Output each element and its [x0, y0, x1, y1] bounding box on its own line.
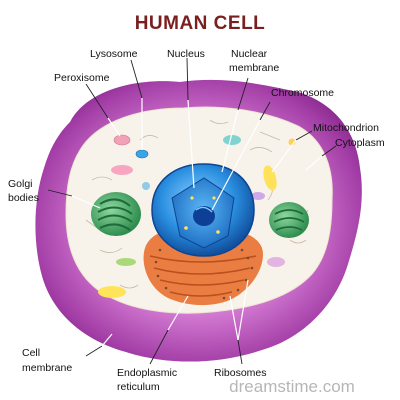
- label-leaders: [47, 57, 337, 365]
- label-cell-membrane-line1: Cell: [22, 347, 40, 359]
- label-cell-membrane-line2: membrane: [22, 362, 72, 374]
- label-cytoplasm: Cytoplasm: [335, 137, 385, 149]
- label-nuclear-membrane-line1: Nuclear: [231, 48, 268, 60]
- mitochondrion-yellow: [263, 165, 277, 191]
- label-er-line2: reticulum: [117, 381, 160, 393]
- label-golgi-line2: bodies: [8, 192, 39, 204]
- label-ribosomes: Ribosomes: [214, 367, 267, 379]
- nucleus: [151, 163, 255, 257]
- label-chromosome: Chromosome: [271, 87, 334, 99]
- label-mitochondrion: Mitochondrion: [313, 122, 379, 134]
- mitochondrion: [269, 202, 309, 238]
- watermark: dreamstime.com: [229, 377, 355, 396]
- peroxisome: [113, 134, 131, 146]
- label-nucleus: Nucleus: [167, 48, 205, 60]
- page-title: HUMAN CELL: [135, 13, 266, 34]
- label-nuclear-membrane-line2: membrane: [229, 62, 279, 74]
- label-lysosome: Lysosome: [90, 48, 138, 60]
- label-er-line1: Endoplasmic: [117, 367, 177, 379]
- label-peroxisome: Peroxisome: [54, 72, 110, 84]
- label-golgi-line1: Golgi: [8, 178, 33, 190]
- lysosome: [135, 149, 149, 159]
- small-organelles: [98, 135, 296, 298]
- golgi-bodies: [91, 192, 141, 236]
